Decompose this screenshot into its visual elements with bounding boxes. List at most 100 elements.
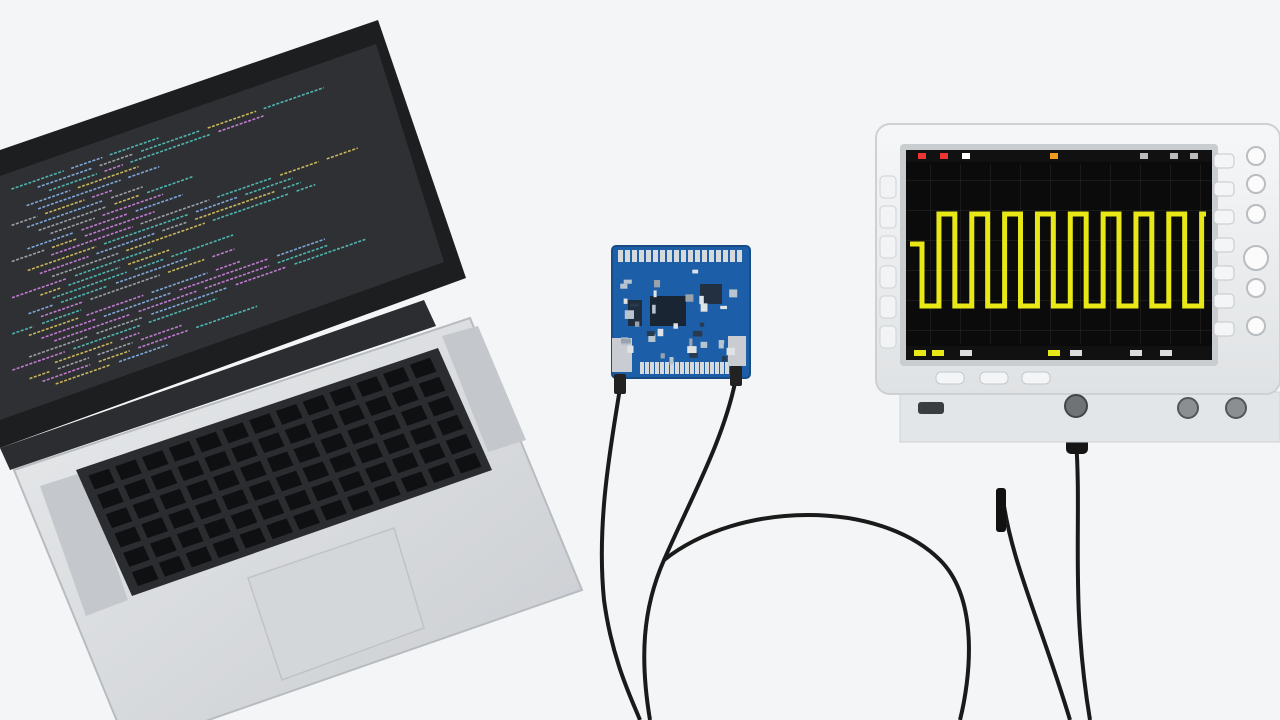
- bnc-input-2: [1225, 397, 1247, 419]
- code-line: [326, 147, 358, 160]
- laptop-screen: [0, 44, 444, 420]
- code-line: [207, 110, 257, 129]
- code-line: [42, 363, 91, 383]
- menu-button: [1213, 209, 1235, 225]
- keyboard-key: [320, 499, 347, 521]
- keyboard-key: [105, 507, 133, 529]
- keyboard-key: [257, 432, 285, 454]
- smd-component: [726, 347, 735, 356]
- code-line: [27, 231, 74, 250]
- signal-trace: [910, 211, 1206, 309]
- probe-cable-main: [1074, 439, 1092, 720]
- status-indicator: [1048, 350, 1060, 356]
- code-line: [140, 199, 210, 225]
- menu-button: [1213, 153, 1235, 169]
- smd-component: [718, 340, 724, 349]
- code-line: [51, 252, 119, 278]
- code-line: [127, 248, 171, 266]
- keyboard-key: [374, 414, 401, 436]
- code-line: [103, 292, 172, 318]
- keyboard-key: [141, 517, 168, 539]
- usb-cable-left: [599, 387, 642, 720]
- keyboard-key: [150, 469, 178, 491]
- smd-components: [620, 269, 738, 365]
- trackpad: [247, 527, 425, 681]
- keyboard-key: [168, 507, 195, 529]
- keyboard-key: [302, 461, 330, 483]
- code-line: [44, 199, 85, 215]
- keyboard-key: [239, 460, 267, 482]
- keyboard-key: [159, 488, 187, 510]
- code-line: [50, 225, 133, 256]
- code-line: [48, 173, 98, 192]
- keyboard-key: [123, 478, 151, 500]
- keyboard-key: [284, 489, 312, 511]
- status-indicator: [1170, 153, 1178, 159]
- keyboard-key: [115, 459, 142, 481]
- smd-component: [653, 290, 657, 298]
- keyboard-key: [231, 441, 258, 463]
- cable-loop: [662, 513, 971, 720]
- status-indicator: [918, 153, 926, 159]
- header-pin: [700, 362, 704, 374]
- code-editor-lines: [11, 86, 367, 385]
- header-pin: [695, 362, 699, 374]
- keyboard-key: [418, 376, 446, 398]
- header-pins-bottom: [640, 362, 729, 374]
- code-line: [148, 297, 218, 324]
- keyboard-key: [311, 413, 339, 435]
- status-indicator: [914, 350, 926, 356]
- keyboard-key: [195, 431, 223, 453]
- bnc-input-1: [1177, 397, 1199, 419]
- code-line: [130, 133, 212, 163]
- keyboard-key: [158, 555, 186, 577]
- keyboard-key: [427, 462, 455, 483]
- code-line: [74, 248, 153, 277]
- header-pin: [720, 362, 724, 374]
- code-line: [146, 175, 195, 194]
- smd-component: [648, 334, 656, 342]
- code-line: [179, 257, 269, 291]
- smd-component: [657, 328, 664, 337]
- header-pin: [655, 362, 659, 374]
- header-pin: [645, 362, 649, 374]
- keyboard-keys: [88, 357, 482, 587]
- control-knob: [1246, 174, 1266, 194]
- code-line: [216, 177, 273, 198]
- smd-component: [620, 283, 628, 289]
- side-key: [879, 235, 897, 259]
- side-key: [879, 265, 897, 289]
- header-pin: [660, 362, 664, 374]
- probe-cable-branch: [1000, 491, 1072, 720]
- smd-component: [627, 345, 634, 353]
- keyboard-key: [186, 479, 213, 501]
- code-line: [215, 260, 242, 271]
- status-indicator: [932, 350, 944, 356]
- keyboard-key: [176, 527, 204, 549]
- header-pin: [730, 250, 735, 262]
- softkey: [935, 371, 965, 385]
- scope-lower-body: [899, 391, 1280, 443]
- code-line: [40, 287, 61, 296]
- smd-component: [652, 304, 656, 314]
- softkey: [979, 371, 1009, 385]
- header-pin: [665, 362, 669, 374]
- smd-component: [624, 310, 634, 319]
- scope-side-keys-left: [879, 175, 897, 349]
- speaker-grill-right: [442, 326, 526, 452]
- code-line: [52, 271, 128, 299]
- scope-softkeys: [935, 371, 1051, 385]
- keyboard-key: [320, 432, 348, 454]
- keyboard-key: [373, 480, 401, 502]
- scope-menu-buttons: [1213, 153, 1235, 337]
- code-line: [11, 215, 38, 227]
- bnc-probe-port: [1064, 394, 1088, 418]
- smd-component: [623, 298, 628, 304]
- keyboard-key: [114, 526, 142, 548]
- smd-component: [692, 330, 703, 337]
- status-indicator: [1050, 153, 1058, 159]
- code-line: [212, 248, 235, 258]
- scope-status-bar-top: [906, 150, 1212, 162]
- code-line: [70, 156, 103, 170]
